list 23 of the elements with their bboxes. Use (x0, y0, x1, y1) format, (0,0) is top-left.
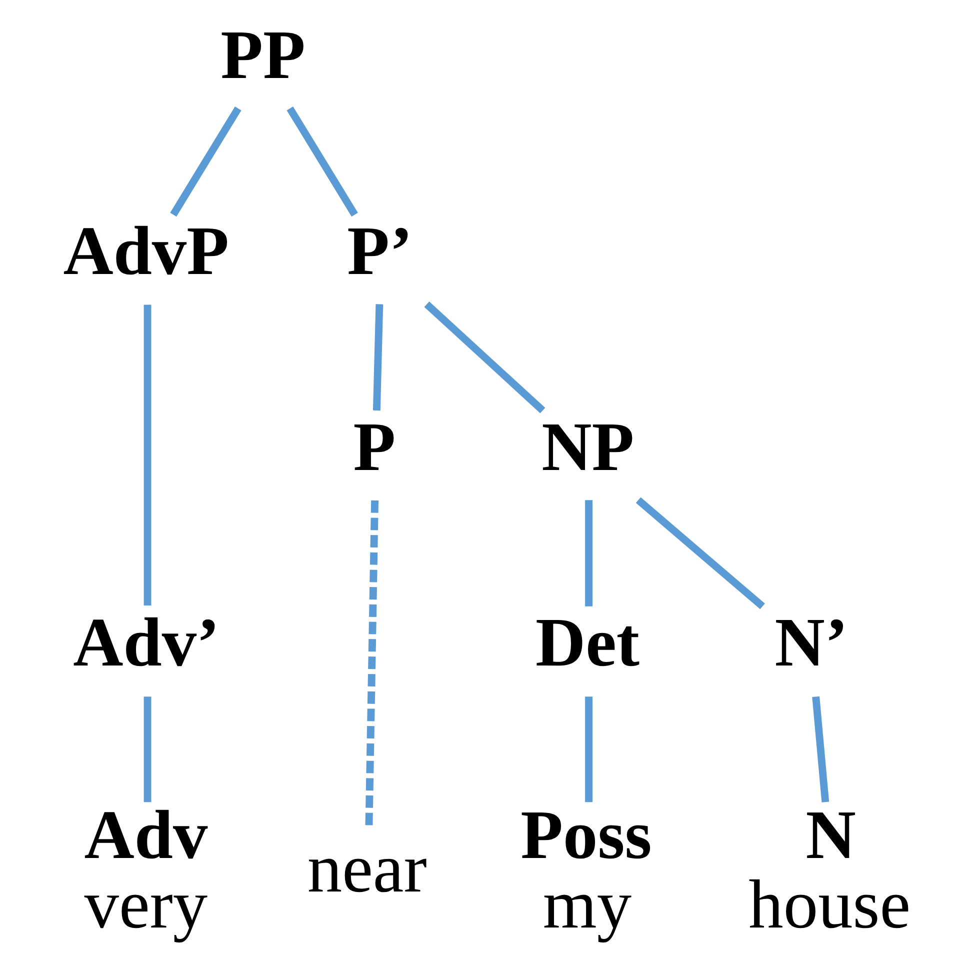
connector (143, 696, 151, 802)
connector (170, 106, 241, 216)
connector (364, 500, 378, 828)
node-text: AdvP (62, 212, 229, 290)
connector (584, 500, 592, 606)
connector (635, 496, 764, 609)
node-text: P’ (346, 212, 412, 290)
node-text: N house (748, 796, 910, 943)
connector (286, 106, 358, 216)
node-text: PP (220, 16, 305, 94)
node-text: Det (534, 604, 640, 682)
node-text: Poss my (520, 796, 652, 943)
connector (372, 304, 383, 410)
node-text: Adv’ (72, 604, 220, 682)
connector (584, 696, 592, 802)
connector (812, 696, 829, 802)
connector (143, 304, 151, 606)
connector (424, 301, 545, 413)
node-text: N’ (774, 604, 848, 682)
node-text: P (352, 408, 396, 486)
node-text: near (306, 830, 426, 907)
node-text: NP (541, 408, 634, 486)
node-text: Adv very (84, 796, 208, 943)
